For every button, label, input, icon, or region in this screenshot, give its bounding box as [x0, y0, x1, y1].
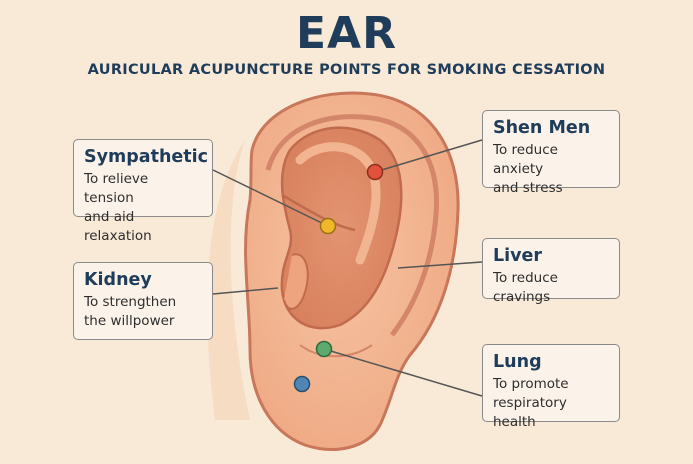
- lung-desc-line1: To promote: [493, 375, 609, 394]
- liver-name: Liver: [493, 245, 609, 267]
- kidney-label-box: Kidney To strengthen the willpower: [73, 262, 213, 340]
- sympathetic-point: [321, 219, 336, 234]
- sympathetic-desc-line2: and aid relaxation: [84, 208, 202, 246]
- sympathetic-desc-line1: To relieve tension: [84, 170, 202, 208]
- liver-desc-line1: To reduce cravings: [493, 269, 609, 307]
- lung-label-box: Lung To promote respiratory health: [482, 344, 620, 422]
- lung-point: [317, 342, 332, 357]
- shen-men-name: Shen Men: [493, 117, 609, 139]
- sympathetic-name: Sympathetic: [84, 146, 202, 168]
- liver-label-box: Liver To reduce cravings: [482, 238, 620, 299]
- kidney-desc-line1: To strengthen: [84, 293, 202, 312]
- kidney-point: [295, 377, 310, 392]
- lung-name: Lung: [493, 351, 609, 373]
- shen-men-label-box: Shen Men To reduce anxiety and stress: [482, 110, 620, 188]
- kidney-name: Kidney: [84, 269, 202, 291]
- shen-men-point: [368, 165, 383, 180]
- lung-desc-line2: respiratory health: [493, 394, 609, 432]
- kidney-desc-line2: the willpower: [84, 312, 202, 331]
- sympathetic-label-box: Sympathetic To relieve tension and aid r…: [73, 139, 213, 217]
- shen-men-desc-line1: To reduce anxiety: [493, 141, 609, 179]
- head-shadow: [207, 140, 250, 420]
- shen-men-desc-line2: and stress: [493, 179, 609, 198]
